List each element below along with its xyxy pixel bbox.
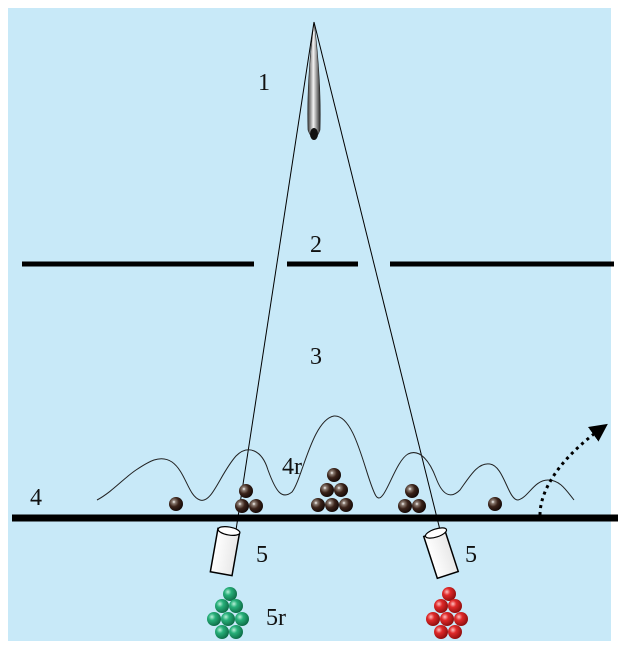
particle bbox=[334, 483, 348, 497]
particle-source bbox=[307, 21, 321, 140]
particle bbox=[398, 499, 412, 513]
label-space: 3 bbox=[310, 344, 322, 370]
detector-left bbox=[209, 526, 241, 577]
dotted-arrow bbox=[538, 423, 608, 516]
particle bbox=[327, 468, 341, 482]
particle bbox=[488, 497, 502, 511]
ray-left bbox=[235, 21, 315, 531]
particle bbox=[339, 498, 353, 512]
particle bbox=[169, 497, 183, 511]
detected-cluster-left bbox=[207, 587, 249, 639]
particle bbox=[235, 499, 249, 513]
particle bbox=[311, 498, 325, 512]
label-detector-right: 5 bbox=[465, 542, 477, 568]
particle bbox=[320, 483, 334, 497]
particle bbox=[405, 484, 419, 498]
particle bbox=[239, 484, 253, 498]
label-pattern: 4r bbox=[282, 454, 302, 480]
ray-lines bbox=[235, 21, 441, 531]
label-screen: 4 bbox=[30, 485, 42, 511]
detected-cluster-right bbox=[426, 587, 468, 639]
label-detector-left: 5 bbox=[256, 542, 268, 568]
label-detected: 5r bbox=[266, 605, 286, 631]
screen-particles bbox=[169, 468, 502, 513]
particle bbox=[412, 499, 426, 513]
label-barrier: 2 bbox=[310, 232, 322, 258]
detector-right bbox=[422, 527, 460, 580]
particle bbox=[249, 499, 263, 513]
particle bbox=[325, 498, 339, 512]
label-source: 1 bbox=[258, 70, 270, 96]
ray-right bbox=[313, 21, 441, 531]
interference-pattern-wave bbox=[96, 415, 575, 501]
